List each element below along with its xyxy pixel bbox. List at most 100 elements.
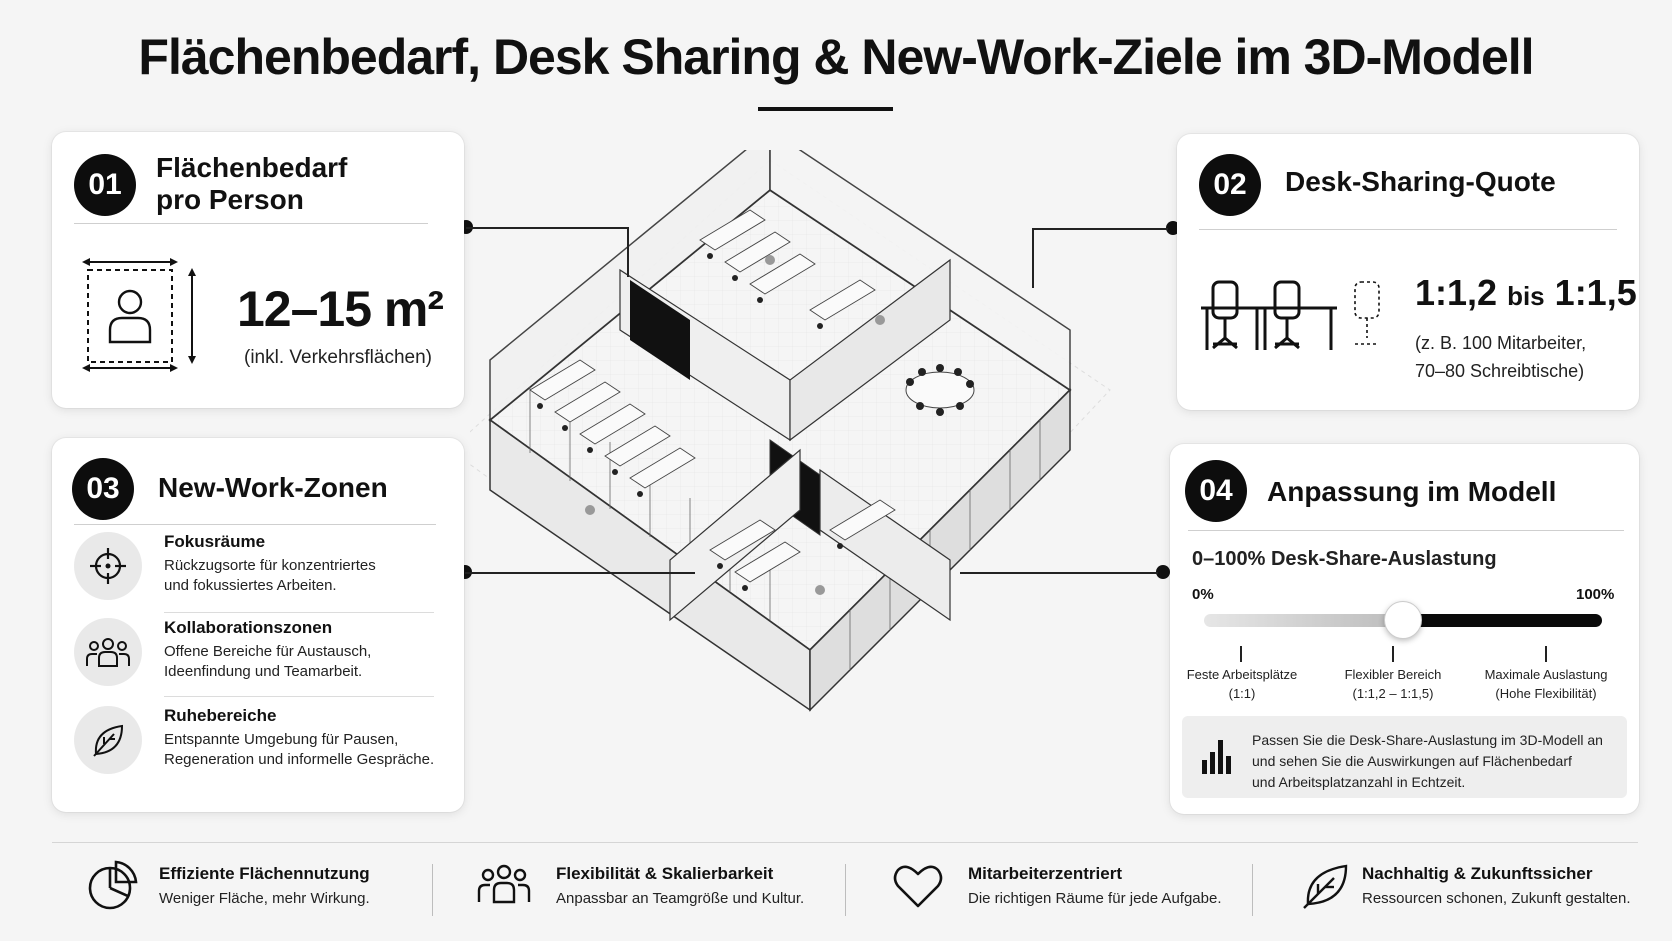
zone-description-line-2: Regeneration und informelle Gespräche. — [164, 751, 435, 769]
number-badge: 03 — [72, 458, 134, 520]
zone-description: Offene Bereiche für Austausch, Ideenfind… — [164, 642, 454, 683]
connector-line-02 — [1032, 228, 1168, 230]
ratio-from: 1:1,2 — [1415, 272, 1498, 313]
connector-dot-02 — [1166, 221, 1180, 235]
ratio-note: (z. B. 100 Mitarbeiter, 70–80 Schreibtis… — [1415, 330, 1625, 386]
pie-chart-icon — [88, 860, 138, 910]
leaf-icon — [74, 706, 142, 774]
footer-item-title: Mitarbeiterzentriert — [968, 864, 1122, 883]
slider-tick — [1240, 646, 1242, 662]
zone-divider — [164, 696, 434, 697]
area-note: (inkl. Verkehrsflächen) — [244, 347, 432, 368]
bar-chart-icon — [1202, 740, 1231, 774]
number-badge: 04 — [1185, 460, 1247, 522]
desk-share-slider-track[interactable] — [1204, 601, 1602, 639]
zone-description: Entspannte Umgebung für Pausen, Regenera… — [164, 730, 454, 771]
card-desk-sharing-quote: 02 Desk-Sharing-Quote 1:1,2 bis 1:1,5 (z… — [1177, 134, 1639, 410]
zone-description-line-1: Offene Bereiche für Austausch, — [164, 643, 372, 660]
crosshair-icon — [74, 532, 142, 600]
card-anpassung-im-modell: 04 Anpassung im Modell 0–100% Desk-Share… — [1170, 444, 1639, 814]
people-icon — [477, 864, 531, 904]
slider-min-label: 0% — [1192, 586, 1214, 603]
heart-icon — [893, 865, 943, 908]
footer-item-effizienz: Effiziente Flächennutzung Weniger Fläche… — [84, 858, 404, 918]
team-icon — [74, 618, 142, 686]
footer-item-description: Die richtigen Räume für jede Aufgabe. — [968, 890, 1222, 907]
zone-title: Ruhebereiche — [164, 706, 277, 725]
card-title: Anpassung im Modell — [1267, 476, 1557, 507]
zone-description-line-1: Rückzugsorte für konzentriertes — [164, 557, 376, 574]
leaf-icon — [1303, 864, 1348, 909]
tick-label-fest: Feste Arbeitsplätze (1:1) — [1162, 666, 1322, 704]
tick-label-flexibel: Flexibler Bereich (1:1,2 – 1:1,5) — [1313, 666, 1473, 704]
tick-label-line-2: (1:1) — [1228, 685, 1256, 701]
zone-item-kollaborationszonen: Kollaborationszonen Offene Bereiche für … — [74, 618, 434, 698]
slider-max-label: 100% — [1576, 586, 1615, 603]
footer-separator — [1252, 864, 1253, 916]
card-title: New-Work-Zonen — [158, 472, 388, 503]
ratio-note-line-1: (z. B. 100 Mitarbeiter, — [1415, 333, 1587, 353]
ratio-to: 1:1,5 — [1554, 272, 1637, 313]
info-text-line-2: und sehen Sie die Auswirkungen auf Fläch… — [1252, 753, 1572, 769]
footer-item-nachhaltig: Nachhaltig & Zukunftssicher Ressourcen s… — [1298, 858, 1638, 918]
zone-item-ruhebereiche: Ruhebereiche Entspannte Umgebung für Pau… — [74, 706, 434, 786]
zone-description-line-2: Ideenfindung und Teamarbeit. — [164, 663, 363, 681]
zone-title: Fokusräume — [164, 532, 266, 551]
slider-tick — [1392, 646, 1394, 662]
tick-label-line-2: (Hohe Flexibilität) — [1495, 685, 1597, 701]
connector-line-04 — [960, 572, 1158, 574]
divider — [1188, 530, 1624, 531]
tick-label-line-1: Feste Arbeitsplätze — [1186, 667, 1298, 682]
connector-line-02-vertical — [1032, 228, 1034, 288]
divider — [74, 223, 428, 224]
card-new-work-zonen: 03 New-Work-Zonen Fokusräume Rückzugsort… — [52, 438, 464, 812]
slider-tick — [1545, 646, 1547, 662]
card-title-line-1: Flächenbedarf — [156, 152, 348, 183]
card-title: Desk-Sharing-Quote — [1285, 166, 1556, 197]
info-text-line-3: und Arbeitsplatzanzahl in Echtzeit. — [1252, 774, 1466, 790]
zone-item-fokusraeume: Fokusräume Rückzugsorte für konzentriert… — [74, 532, 434, 613]
page-title: Flächenbedarf, Desk Sharing & New-Work-Z… — [138, 29, 1534, 85]
card-title: Flächenbedarf pro Person — [156, 152, 416, 216]
info-text-line-1: Passen Sie die Desk-Share-Auslastung im … — [1252, 732, 1603, 748]
number-badge: 02 — [1199, 154, 1261, 216]
card-flaechenbedarf: 01 Flächenbedarf pro Person 12–15 m² (in… — [52, 132, 464, 408]
card-title-line-2: pro Person — [156, 184, 304, 216]
footer-item-title: Flexibilität & Skalierbarkeit — [556, 864, 774, 883]
ratio-note-line-2: 70–80 Schreibtische) — [1415, 360, 1585, 381]
zone-description: Rückzugsorte für konzentriertes und foku… — [164, 556, 454, 597]
connector-line-03 — [465, 572, 695, 574]
connector-line-01-vertical — [627, 227, 629, 277]
area-value: 12–15 m² — [237, 281, 444, 337]
desk-share-slider-handle[interactable] — [1384, 601, 1422, 639]
footer-item-flexibilitaet: Flexibilität & Skalierbarkeit Anpassbar … — [476, 858, 836, 918]
title-underline — [758, 107, 893, 111]
footer-divider — [52, 842, 1638, 843]
ratio-connector: bis — [1507, 281, 1545, 311]
zone-description-line-1: Entspannte Umgebung für Pausen, — [164, 731, 399, 748]
zone-description-line-2: und fokussiertes Arbeiten. — [164, 577, 337, 595]
footer-item-description: Ressourcen schonen, Zukunft gestalten. — [1362, 890, 1631, 907]
number-badge: 01 — [74, 154, 136, 216]
divider — [74, 524, 436, 525]
tick-label-line-1: Maximale Auslastung — [1484, 667, 1608, 682]
footer-separator — [845, 864, 846, 916]
footer-item-description: Anpassbar an Teamgröße und Kultur. — [556, 890, 805, 907]
zone-divider — [164, 612, 434, 613]
isometric-office-floorplan — [470, 150, 1111, 712]
footer-item-description: Weniger Fläche, mehr Wirkung. — [159, 890, 370, 907]
tick-label-line-1: Flexibler Bereich — [1344, 667, 1442, 682]
tick-label-line-2: (1:1,2 – 1:1,5) — [1352, 685, 1434, 701]
footer-item-title: Effiziente Flächennutzung — [159, 864, 370, 883]
desks-chairs-icon — [1201, 280, 1380, 350]
tick-label-maximal: Maximale Auslastung (Hohe Flexibilität) — [1466, 666, 1626, 704]
footer-separator — [432, 864, 433, 916]
footer-item-mitarbeiterzentriert: Mitarbeiterzentriert Die richtigen Räume… — [890, 858, 1230, 918]
info-box: Passen Sie die Desk-Share-Auslastung im … — [1182, 716, 1627, 798]
connector-dot-04 — [1156, 565, 1170, 579]
divider — [1199, 229, 1617, 230]
footer-item-title: Nachhaltig & Zukunftssicher — [1362, 864, 1593, 883]
connector-line-01 — [466, 227, 628, 229]
info-text: Passen Sie die Desk-Share-Auslastung im … — [1252, 730, 1612, 793]
ratio-value: 1:1,2 bis 1:1,5 — [1415, 272, 1637, 314]
